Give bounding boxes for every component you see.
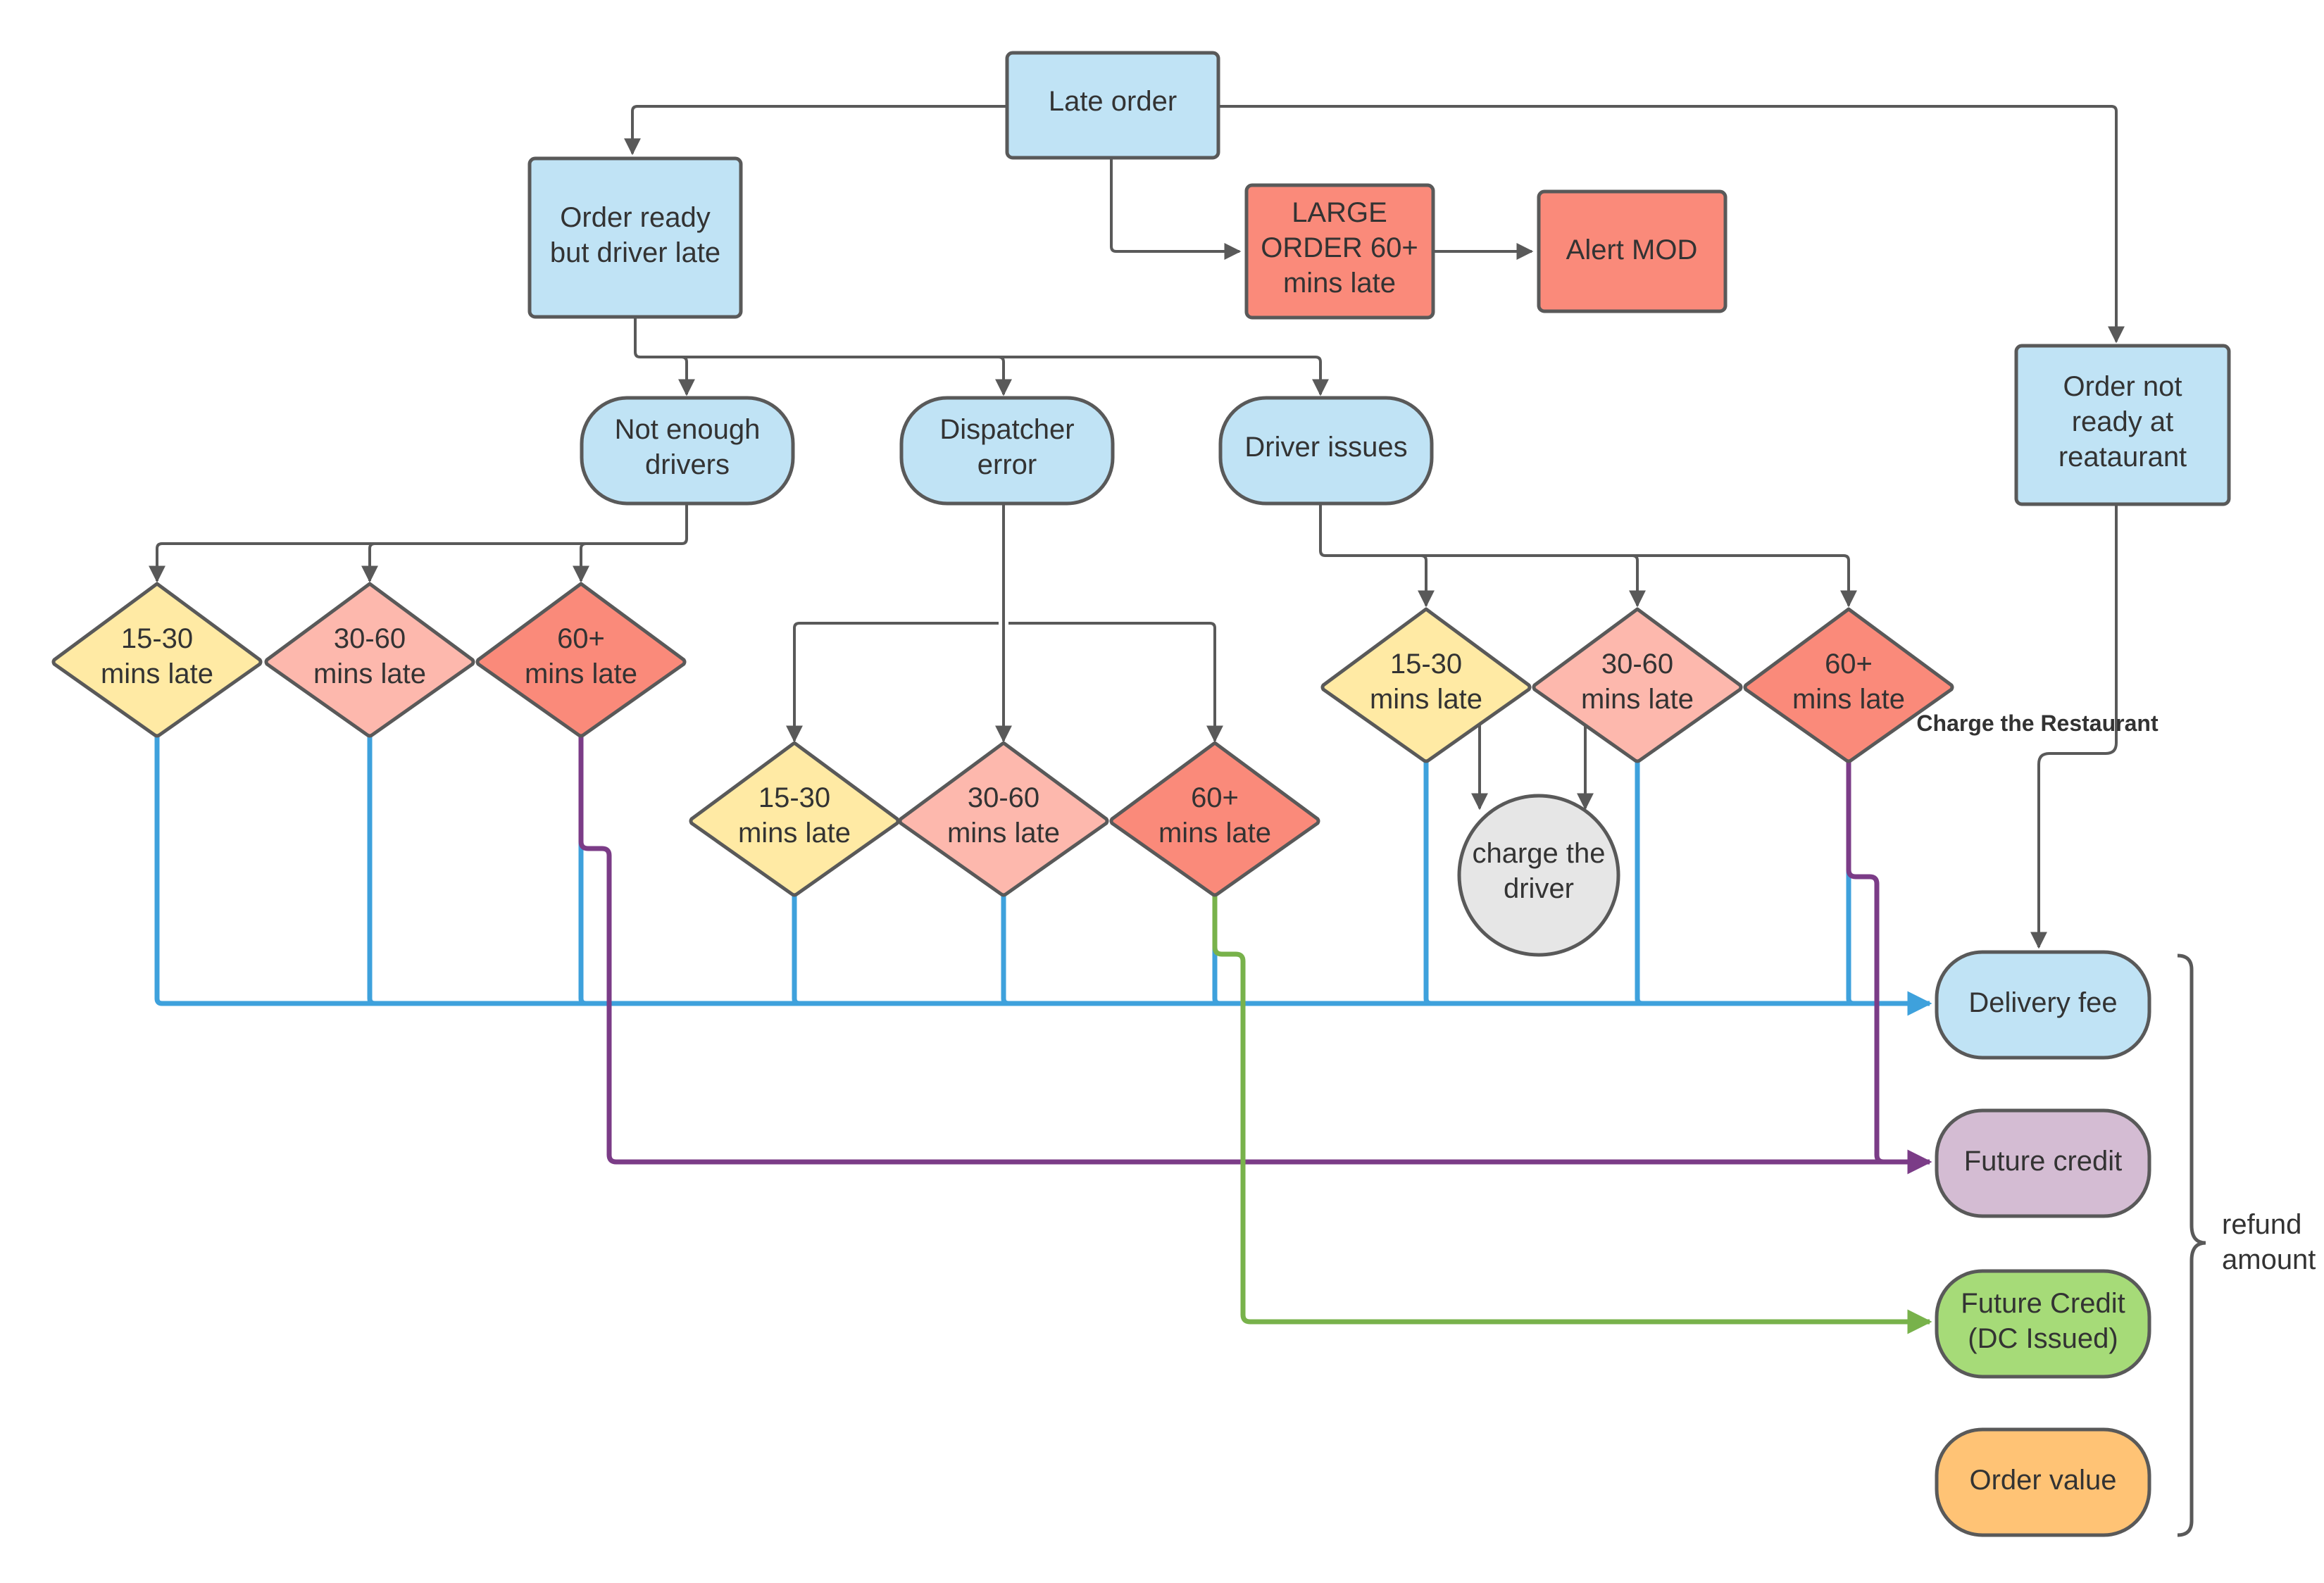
blue-line-di-30-60 [1635, 761, 1643, 1006]
diamond-ned-60[interactable]: 60+mins late [475, 582, 687, 738]
blue-line-de-15-30 [792, 894, 800, 1006]
diamond-de-60[interactable]: 60+mins late [1109, 741, 1320, 897]
node-future-credit[interactable]: Future credit [1935, 1108, 2151, 1218]
node-label: Late order [1049, 86, 1177, 117]
edge-label-charge-restaurant: Charge the Restaurant [1916, 711, 2159, 736]
connector-di-branch [1319, 503, 1857, 608]
node-label: 60+mins late [1792, 649, 1905, 715]
node-label: Order value [1970, 1465, 2117, 1496]
node-future-credit-dc[interactable]: Future Credit(DC Issued) [1935, 1269, 2151, 1379]
blue-line-di-60 [1846, 761, 1854, 1006]
connector-di-to-30-60 [1629, 554, 1646, 608]
blue-line-ned-15-30 [154, 736, 1932, 1016]
node-label: Future Credit(DC Issued) [1961, 1288, 2125, 1354]
connector-late-to-not-ready [1217, 105, 2125, 344]
node-label: Driver issues [1244, 432, 1407, 463]
blue-line-ned-60 [578, 736, 587, 1006]
connector-to-dispatcher-error [995, 356, 1012, 396]
blue-line-de-60 [1212, 894, 1220, 1006]
connector-di-to-15-30 [1418, 554, 1435, 608]
refund-brace [2177, 953, 2206, 1537]
node-label: Delivery fee [1968, 987, 2117, 1018]
green-line-de-60 [1212, 894, 1932, 1334]
connector-de-to-15-30 [786, 622, 999, 743]
node-label: 60+mins late [1158, 782, 1271, 849]
node-alert-mod[interactable]: Alert MOD [1537, 189, 1728, 313]
connector-ned-to-60 [573, 542, 589, 583]
blue-line-di-15-30 [1423, 761, 1432, 1006]
connector-late-to-large-order [1110, 158, 1242, 260]
blue-line-de-30-60 [1001, 894, 1009, 1006]
node-late-order[interactable]: Late order [1005, 51, 1220, 160]
diamond-di-60[interactable]: 60+mins late [1743, 607, 1954, 763]
connector-not-ready-to-delivery-fee [2030, 503, 2118, 949]
node-order-value[interactable]: Order value [1935, 1427, 2151, 1537]
node-label: 60+mins late [525, 623, 637, 689]
node-driver-issues[interactable]: Driver issues [1218, 396, 1434, 506]
purple-line-ned-60 [578, 736, 1932, 1175]
node-label: Future credit [1964, 1146, 2123, 1177]
connector-ned-to-30-60 [361, 542, 378, 583]
connector-late-to-order-ready [624, 105, 1006, 156]
connector-to-not-enough-drivers [678, 356, 695, 396]
node-delivery-fee[interactable]: Delivery fee [1935, 950, 2151, 1060]
connector-order-ready-branch [634, 317, 1329, 396]
connector-de-to-60 [1008, 622, 1223, 743]
connector-ned-branch [149, 503, 688, 583]
blue-line-ned-30-60 [367, 736, 375, 1006]
node-label: Alert MOD [1566, 234, 1698, 265]
purple-line-di-60 [1846, 761, 1885, 1165]
